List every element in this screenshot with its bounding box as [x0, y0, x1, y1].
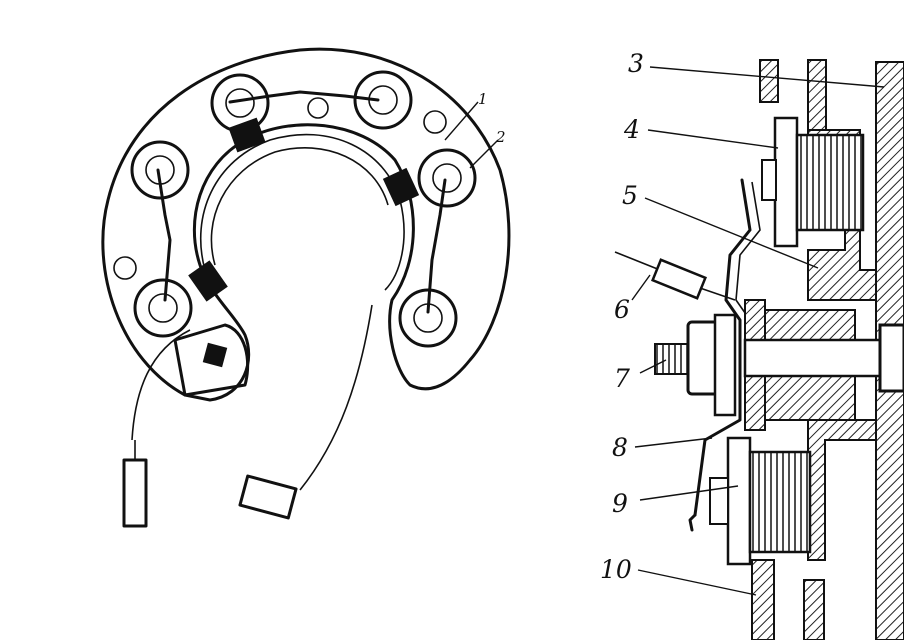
lead-wire-right [299, 304, 373, 491]
callout-2: 2 [495, 128, 506, 146]
diode-9-flange [726, 436, 752, 566]
callout-8: 8 [612, 433, 628, 462]
lower-housing [807, 419, 877, 561]
diode-cup [417, 148, 477, 208]
connector-strap-right [426, 178, 447, 314]
callout-4: 4 [623, 115, 640, 144]
cover-fin-bottom [751, 559, 775, 640]
callout-1: 1 [478, 90, 488, 108]
diode-9-body [748, 450, 812, 554]
inner-ring-edge [210, 147, 389, 266]
terminal-strip [693, 178, 752, 517]
mounting-hole [307, 97, 329, 119]
horseshoe-plate [101, 47, 511, 402]
callout-9: 9 [612, 489, 628, 518]
diode-4-body [795, 133, 865, 232]
diode-cup [353, 70, 413, 130]
callout-7: 7 [614, 364, 630, 393]
callout-3: 3 [628, 49, 644, 78]
diode-body [188, 260, 228, 302]
bolt-shank [743, 338, 887, 378]
terminal-nut [202, 342, 228, 368]
lead-wire-left [131, 329, 191, 441]
callout-10: 10 [600, 555, 632, 584]
diode-body [382, 167, 420, 207]
wire-connector-left [122, 458, 148, 528]
connector-strap-left [156, 168, 172, 302]
bolt-head [878, 323, 904, 393]
cover-fin-bottom [803, 579, 825, 640]
bolt-thread [654, 343, 689, 375]
cross-section-view [614, 59, 904, 640]
diode-cup [133, 278, 193, 338]
connector-strap-top [228, 90, 380, 104]
diode-9-cap [709, 477, 729, 525]
rectifier-plate-view [101, 47, 511, 528]
diode-cups [130, 70, 477, 348]
terminal-tab [173, 323, 250, 397]
diode-4-cap [761, 159, 777, 201]
mounting-hole [423, 110, 447, 134]
wire-connector-right [238, 474, 298, 520]
callout-5: 5 [622, 181, 638, 210]
diode-cup [210, 73, 270, 133]
inner-insulating-ring [199, 133, 405, 291]
cover-fin-top [759, 59, 779, 103]
callout-6: 6 [614, 295, 630, 324]
cover-fin-top [807, 59, 827, 131]
bolt-washer [713, 313, 737, 417]
diode-4-flange [773, 116, 799, 248]
bolt-nut [686, 320, 720, 396]
mounting-hole [113, 256, 137, 280]
wire-6-sleeve [650, 258, 708, 300]
wire-6 [614, 251, 661, 271]
diode-body [228, 117, 266, 153]
